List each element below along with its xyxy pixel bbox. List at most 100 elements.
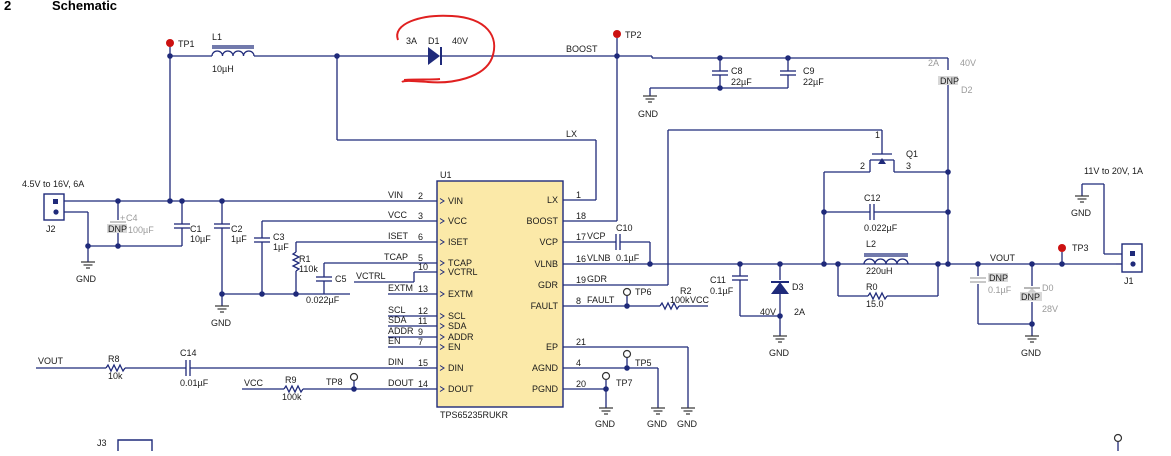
- pin-number: 7: [418, 337, 423, 347]
- j1-desc: 11V to 20V, 1A: [1084, 166, 1143, 176]
- l1-value: 10µH: [212, 64, 234, 74]
- pin-name: VCTRL: [448, 267, 478, 277]
- resistor-r9: R9 100k: [282, 375, 304, 402]
- pin-arrow-icon: [439, 260, 445, 266]
- pin-arrow-icon: [439, 269, 445, 275]
- pin-number: 21: [576, 337, 586, 347]
- d1-voltage: 40V: [452, 36, 468, 46]
- testpoint-partial: [1113, 433, 1123, 451]
- pin-name: LX: [547, 195, 558, 205]
- d0-voltage: 28V: [1042, 304, 1058, 314]
- d2-dnp: DNP: [940, 76, 959, 86]
- pin-number: 11: [418, 316, 427, 326]
- lx-net-label: LX: [566, 129, 577, 139]
- pin-number: 6: [418, 232, 423, 242]
- gnd-label-j1: GND: [1071, 208, 1092, 218]
- c8-value: 22µF: [731, 77, 752, 87]
- capacitor-c10: C10 0.1µF: [615, 223, 651, 264]
- c4-value: 100µF: [128, 225, 154, 235]
- pin-arrow-icon: [439, 291, 445, 297]
- pin-name: EXTM: [448, 289, 473, 299]
- gnd-label-d0: GND: [1021, 348, 1042, 358]
- inductor-l1: L1 10µH: [211, 32, 255, 74]
- pin-arrow-icon: [439, 198, 445, 204]
- d2-ref: D2: [961, 85, 973, 95]
- q1-pin3: 3: [906, 161, 911, 171]
- gnd-label-j2: GND: [76, 274, 97, 284]
- pin-name: DIN: [448, 363, 464, 373]
- j3-ref: J3: [97, 438, 107, 448]
- c1-ref: C1: [190, 224, 202, 234]
- vctrl-net-label: VCTRL: [356, 271, 386, 281]
- capacitor-c1: C1 10µF: [174, 201, 211, 246]
- diode-d3: D3 40V 2A: [760, 264, 805, 336]
- c4-ref: C4: [126, 213, 138, 223]
- pin-name: ISET: [448, 237, 469, 247]
- c9-value: 22µF: [803, 77, 824, 87]
- connector-j2: J2: [43, 193, 65, 234]
- scl-net-label: SCL: [388, 305, 406, 315]
- l2-value: 220uH: [866, 266, 893, 276]
- pin-name: TCAP: [448, 258, 472, 268]
- q1-pin2: 2: [860, 161, 865, 171]
- pin-arrow-icon: [439, 239, 445, 245]
- c14-ref: C14: [180, 348, 197, 358]
- cdnp-value: 0.1µF: [988, 285, 1012, 295]
- pin-number: 14: [418, 379, 428, 389]
- pin-name: VIN: [448, 196, 463, 206]
- d3-current: 2A: [794, 307, 805, 317]
- tp7-label: TP7: [616, 378, 633, 388]
- pin-name: EP: [546, 342, 558, 352]
- pin-name: VLNB: [534, 259, 558, 269]
- vcc-net-label: VCC: [388, 210, 408, 220]
- u1-ref: U1: [440, 170, 452, 180]
- pin-name: GDR: [538, 280, 559, 290]
- vout-net-label-right: VOUT: [990, 253, 1016, 263]
- connector-j3: J3: [97, 438, 153, 451]
- gnd-label-pgnd: GND: [595, 419, 616, 429]
- l2-ref: L2: [866, 239, 876, 249]
- connector-j1: J1: [1121, 243, 1143, 286]
- annotation-circle: [396, 14, 496, 84]
- c9-ref: C9: [803, 66, 815, 76]
- capacitor-dnp: DNP 0.1µF: [970, 264, 1032, 325]
- c4-plus: +: [120, 213, 125, 223]
- capacitor-c5: C5 0.022µF: [306, 263, 347, 305]
- pin-name: SDA: [448, 321, 467, 331]
- testpoint-tp2: TP2: [613, 30, 642, 56]
- mosfet-q1: 1 2 3 Q1: [824, 130, 948, 173]
- pin-name: DOUT: [448, 384, 474, 394]
- testpoint-tp6: TP6: [622, 287, 652, 306]
- pin-arrow-icon: [439, 344, 445, 350]
- resistor-r2: R2 100k VCC: [659, 286, 710, 311]
- tp1-label: TP1: [178, 39, 195, 49]
- fault-vcc-label: VCC: [690, 295, 710, 305]
- r1-ref: R1: [299, 254, 311, 264]
- iset-net-label: ISET: [388, 231, 409, 241]
- vin-net-label: VIN: [388, 190, 403, 200]
- pin-name: ADDR: [448, 332, 474, 342]
- pin-name: AGND: [532, 363, 559, 373]
- tp6-label: TP6: [635, 287, 652, 297]
- pin-number: 18: [576, 211, 586, 221]
- vcc-net-label-r9: VCC: [244, 378, 264, 388]
- pin-number: 20: [576, 379, 586, 389]
- ic-u1: U1 TPS65235RUKR: [436, 170, 564, 420]
- u1-right-pins: 1LX18BOOST17VCP16VLNB19GDR8FAULT21EP4AGN…: [526, 190, 586, 394]
- testpoint-tp3: TP3: [1058, 243, 1089, 264]
- pin-number: 9: [418, 327, 423, 337]
- vlnb-net-label: VLNB: [587, 253, 611, 263]
- tp3-label: TP3: [1072, 243, 1089, 253]
- q1-ref: Q1: [906, 149, 918, 159]
- c10-ref: C10: [616, 223, 633, 233]
- testpoint-tp1: TP1: [166, 39, 195, 56]
